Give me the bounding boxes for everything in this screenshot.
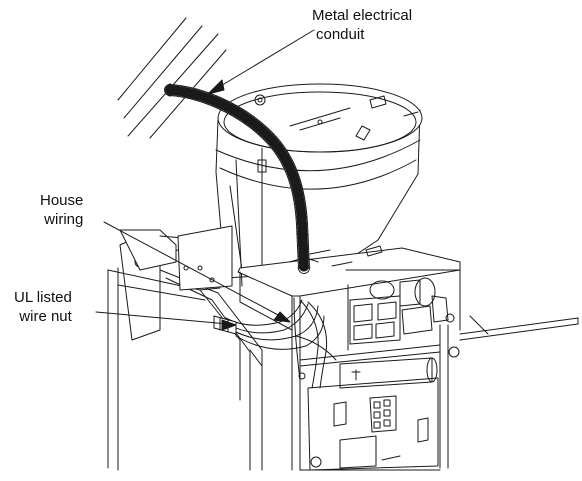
wire-nut-callout: UL listed wire nut: [14, 288, 72, 326]
house-wiring-leader-line: [103, 221, 281, 317]
control-components: [347, 277, 455, 351]
conduit-callout: Metal electrical conduit: [312, 6, 412, 44]
conduit-label-line1: Metal electrical: [312, 7, 413, 24]
junction-box: [237, 245, 461, 361]
conduit-arrowhead: [207, 79, 225, 95]
wire-nut-label-line1: UL listed: [14, 289, 72, 306]
house-wiring-arrowhead: [273, 311, 291, 323]
wire-nut-leader-line: [95, 311, 229, 325]
metal-conduit: [164, 83, 311, 274]
wire-bundle: [225, 297, 337, 389]
capacitor: [339, 357, 438, 389]
leader-lines: [95, 29, 315, 331]
conduit-leader-line: [213, 29, 315, 91]
conduit-label-line2: conduit: [316, 26, 365, 43]
house-wiring-label-line1: House: [40, 192, 84, 209]
control-board: [298, 346, 460, 471]
cabinet-frame: [107, 229, 449, 471]
house-wiring-callout: House wiring: [40, 191, 83, 229]
wire-nut-arrowhead: [221, 319, 237, 331]
wall-hatch-lines: [117, 17, 227, 139]
house-wiring-label-line2: wiring: [44, 211, 84, 228]
wire-nut-label-line2: wire nut: [19, 308, 72, 325]
drum-bracket: [177, 225, 233, 291]
side-rod: [459, 315, 579, 341]
